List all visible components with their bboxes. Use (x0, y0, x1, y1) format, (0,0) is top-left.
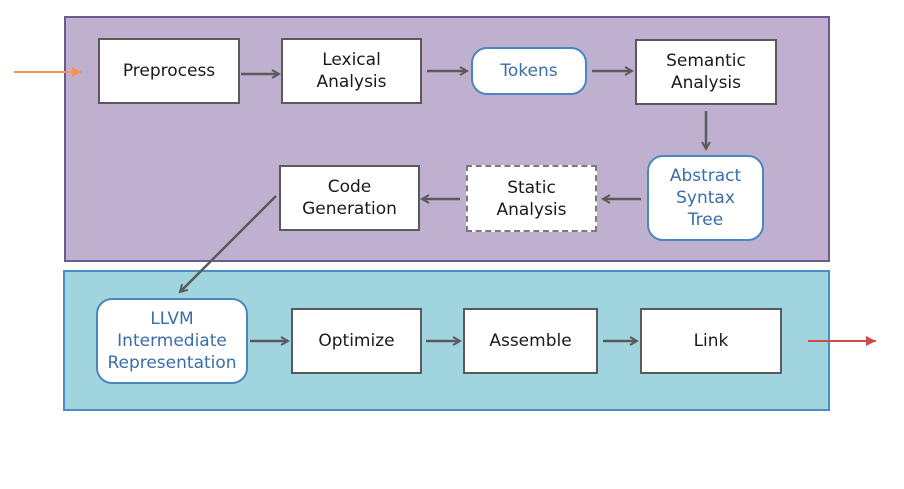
node-lexical-analysis: Lexical Analysis (281, 38, 422, 104)
node-assemble: Assemble (463, 308, 598, 374)
node-llvm-ir: LLVM Intermediate Representation (96, 298, 248, 384)
node-static-analysis: Static Analysis (466, 165, 597, 232)
node-code-generation: Code Generation (279, 165, 420, 231)
node-optimize: Optimize (291, 308, 422, 374)
node-semantic-analysis: Semantic Analysis (635, 39, 777, 105)
node-preprocess: Preprocess (98, 38, 240, 104)
node-tokens: Tokens (471, 47, 587, 95)
edge-codegen-llvm (180, 195, 277, 292)
node-link: Link (640, 308, 782, 374)
node-abstract-syntax-tree: Abstract Syntax Tree (647, 155, 764, 241)
